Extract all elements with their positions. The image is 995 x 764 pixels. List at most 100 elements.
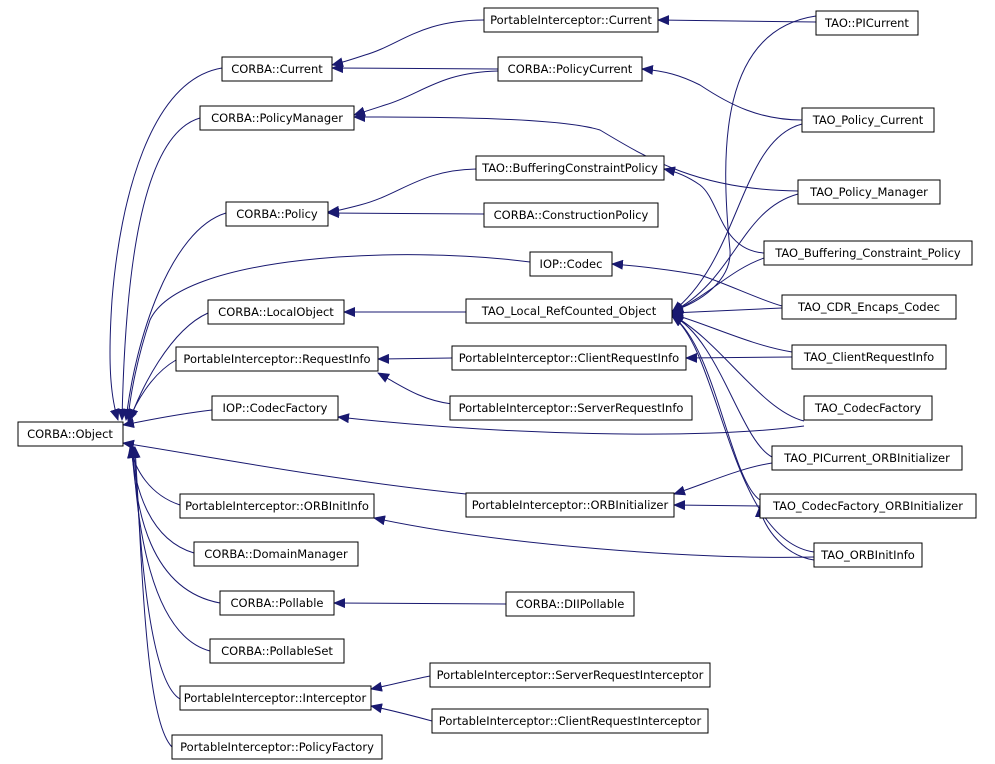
node-pi-serverrequestinterceptor[interactable]: PortableInterceptor::ServerRequestInterc… bbox=[429, 662, 711, 688]
node-corba-policymanager[interactable]: CORBA::PolicyManager bbox=[199, 105, 355, 131]
edge-policycurrent-to-policymanager bbox=[353, 70, 499, 117]
edge-tao-codecfactory-init-to-orbinitializer bbox=[673, 500, 761, 511]
edge-codec-to-object bbox=[123, 254, 531, 421]
node-corba-pollableset[interactable]: CORBA::PollableSet bbox=[209, 638, 345, 664]
node-label: CORBA::LocalObject bbox=[218, 305, 334, 319]
node-label: CORBA::DomainManager bbox=[204, 547, 348, 561]
node-pi-orbinitializer[interactable]: PortableInterceptor::ORBInitializer bbox=[465, 492, 675, 518]
edge-policycurrent-to-current bbox=[331, 63, 499, 74]
edge-tao-picurrent-init-to-orbinitializer bbox=[673, 462, 773, 496]
node-tao-picurrent-orbinitializer[interactable]: TAO_PICurrent_ORBInitializer bbox=[771, 445, 963, 471]
node-tao-codecfactory[interactable]: TAO_CodecFactory bbox=[803, 395, 933, 421]
node-label: TAO_Policy_Manager bbox=[809, 185, 928, 199]
node-pi-interceptor[interactable]: PortableInterceptor::Interceptor bbox=[179, 685, 372, 711]
node-label: PortableInterceptor::PolicyFactory bbox=[180, 740, 374, 754]
node-corba-localobject[interactable]: CORBA::LocalObject bbox=[207, 299, 345, 325]
node-iop-codec[interactable]: IOP::Codec bbox=[529, 251, 613, 277]
node-label: CORBA::Pollable bbox=[231, 596, 324, 610]
node-corba-policy[interactable]: CORBA::Policy bbox=[225, 201, 329, 227]
edge-tao-buffering-to-local-refcounted bbox=[671, 257, 765, 313]
node-label: PortableInterceptor::RequestInfo bbox=[183, 352, 370, 366]
node-label: PortableInterceptor::ORBInitInfo bbox=[185, 499, 369, 513]
node-tao-orbinitinfo[interactable]: TAO_ORBInitInfo bbox=[813, 542, 923, 568]
edge-tao-policy-current-to-policycurrent bbox=[641, 64, 803, 121]
node-label: IOP::CodecFactory bbox=[223, 401, 328, 415]
node-label: PortableInterceptor::Current bbox=[490, 13, 652, 27]
edge-clientreqinfo-to-requestinfo bbox=[377, 353, 453, 364]
node-label: CORBA::Current bbox=[231, 62, 323, 76]
node-tao-cdr-encaps-codec[interactable]: TAO_CDR_Encaps_Codec bbox=[781, 294, 957, 320]
edge-policymanager-to-object bbox=[117, 117, 201, 421]
node-pi-orbinitinfo[interactable]: PortableInterceptor::ORBInitInfo bbox=[179, 493, 375, 519]
edge-pi-current-to-current bbox=[331, 19, 485, 68]
node-label: CORBA::PollableSet bbox=[221, 644, 333, 658]
edge-tao-picurrent-to-local-refcounted bbox=[671, 15, 817, 313]
inheritance-edges bbox=[109, 15, 817, 748]
edge-tao-cdr-codec-to-local-refcounted bbox=[671, 307, 783, 318]
node-pi-requestinfo[interactable]: PortableInterceptor::RequestInfo bbox=[175, 346, 379, 372]
edge-orbinitializer-to-object bbox=[122, 439, 467, 495]
node-corba-diipollable[interactable]: CORBA::DIIPollable bbox=[505, 591, 635, 617]
node-tao-policy-manager[interactable]: TAO_Policy_Manager bbox=[797, 179, 941, 205]
node-pi-clientrequestinterceptor[interactable]: PortableInterceptor::ClientRequestInterc… bbox=[431, 708, 709, 734]
node-corba-constructionpolicy[interactable]: CORBA::ConstructionPolicy bbox=[483, 202, 659, 228]
node-label: TAO_Buffering_Constraint_Policy bbox=[774, 246, 961, 260]
node-tao-buffering-constraint-policy-interface[interactable]: TAO::BufferingConstraintPolicy bbox=[475, 155, 665, 181]
edge-policy-to-object bbox=[122, 212, 227, 421]
node-corba-pollable[interactable]: CORBA::Pollable bbox=[219, 590, 335, 616]
node-corba-current[interactable]: CORBA::Current bbox=[221, 56, 333, 82]
node-label: CORBA::Object bbox=[27, 427, 113, 441]
edge-tao-clientreqinfo-to-pi-clientreqinfo bbox=[685, 352, 793, 363]
node-label: TAO::PICurrent bbox=[824, 16, 909, 30]
node-tao-picurrent[interactable]: TAO::PICurrent bbox=[815, 10, 919, 36]
node-pi-serverrequestinfo[interactable]: PortableInterceptor::ServerRequestInfo bbox=[449, 395, 693, 421]
node-corba-policycurrent[interactable]: CORBA::PolicyCurrent bbox=[497, 56, 643, 82]
node-label: TAO_Policy_Current bbox=[812, 113, 924, 127]
node-tao-clientrequestinfo[interactable]: TAO_ClientRequestInfo bbox=[791, 344, 947, 370]
edge-serverinterceptor-to-interceptor bbox=[370, 675, 431, 692]
node-corba-object[interactable]: CORBA::Object bbox=[17, 421, 124, 447]
node-label: TAO_CDR_Encaps_Codec bbox=[797, 300, 940, 314]
edge-tao-picurrent-init-to-local-refcounted bbox=[671, 314, 773, 458]
node-tao-codecfactory-orbinitializer[interactable]: TAO_CodecFactory_ORBInitializer bbox=[759, 493, 977, 519]
node-tao-buffering-constraint-policy[interactable]: TAO_Buffering_Constraint_Policy bbox=[763, 240, 973, 266]
edge-tao-codecfactory-to-codecfactory bbox=[337, 413, 805, 435]
node-label: CORBA::PolicyManager bbox=[211, 111, 343, 125]
node-iop-codecfactory[interactable]: IOP::CodecFactory bbox=[211, 395, 339, 421]
node-tao-policy-current[interactable]: TAO_Policy_Current bbox=[801, 107, 935, 133]
node-label: PortableInterceptor::ORBInitializer bbox=[472, 498, 669, 512]
node-label: PortableInterceptor::ServerRequestInterc… bbox=[437, 668, 704, 682]
edge-tao-orbinitinfo-to-pi-orbinitinfo bbox=[373, 515, 815, 558]
edge-interceptor-to-object bbox=[129, 446, 181, 700]
edge-clientinterceptor-to-interceptor bbox=[370, 703, 433, 722]
node-label: TAO_Local_RefCounted_Object bbox=[481, 304, 657, 318]
node-label: TAO_PICurrent_ORBInitializer bbox=[783, 451, 950, 465]
edge-buffering-if-to-policy bbox=[327, 168, 477, 216]
node-label: PortableInterceptor::ClientRequestInterc… bbox=[439, 714, 702, 728]
edge-tao-policy-manager-to-local-refcounted bbox=[671, 193, 799, 313]
node-label: IOP::Codec bbox=[540, 257, 603, 271]
edge-tao-clientreqinfo-to-local-refcounted bbox=[671, 312, 793, 353]
node-label: TAO_ClientRequestInfo bbox=[803, 350, 934, 364]
node-label: TAO::BufferingConstraintPolicy bbox=[481, 161, 658, 175]
edge-tao-buffering-to-buffering-if bbox=[663, 166, 765, 254]
edge-tao-cdr-codec-to-codec bbox=[611, 259, 783, 307]
class-nodes: PortableInterceptor::Current TAO::PICurr… bbox=[17, 7, 977, 760]
node-label: PortableInterceptor::Interceptor bbox=[184, 691, 367, 705]
edge-pollableset-to-object bbox=[128, 446, 211, 652]
edge-tao-picurrent-to-pi-current bbox=[657, 15, 817, 26]
edge-tao-codecfactory-to-local-refcounted bbox=[671, 314, 805, 422]
node-corba-domainmanager[interactable]: CORBA::DomainManager bbox=[193, 541, 359, 567]
edge-tao-policy-manager-to-policymanager bbox=[353, 112, 799, 192]
node-pi-policyfactory[interactable]: PortableInterceptor::PolicyFactory bbox=[171, 734, 383, 760]
edge-codecfactory-to-object bbox=[122, 409, 213, 429]
node-pi-current[interactable]: PortableInterceptor::Current bbox=[483, 7, 659, 33]
node-label: CORBA::ConstructionPolicy bbox=[494, 208, 649, 222]
node-label: CORBA::PolicyCurrent bbox=[508, 62, 633, 76]
node-pi-clientrequestinfo[interactable]: PortableInterceptor::ClientRequestInfo bbox=[451, 345, 687, 371]
node-tao-local-refcounted-object[interactable]: TAO_Local_RefCounted_Object bbox=[465, 298, 673, 324]
node-label: TAO_CodecFactory_ORBInitializer bbox=[772, 499, 963, 513]
edge-tao-codecfactory-init-to-local-refcounted bbox=[671, 315, 761, 501]
edge-diipollable-to-pollable bbox=[333, 598, 507, 609]
